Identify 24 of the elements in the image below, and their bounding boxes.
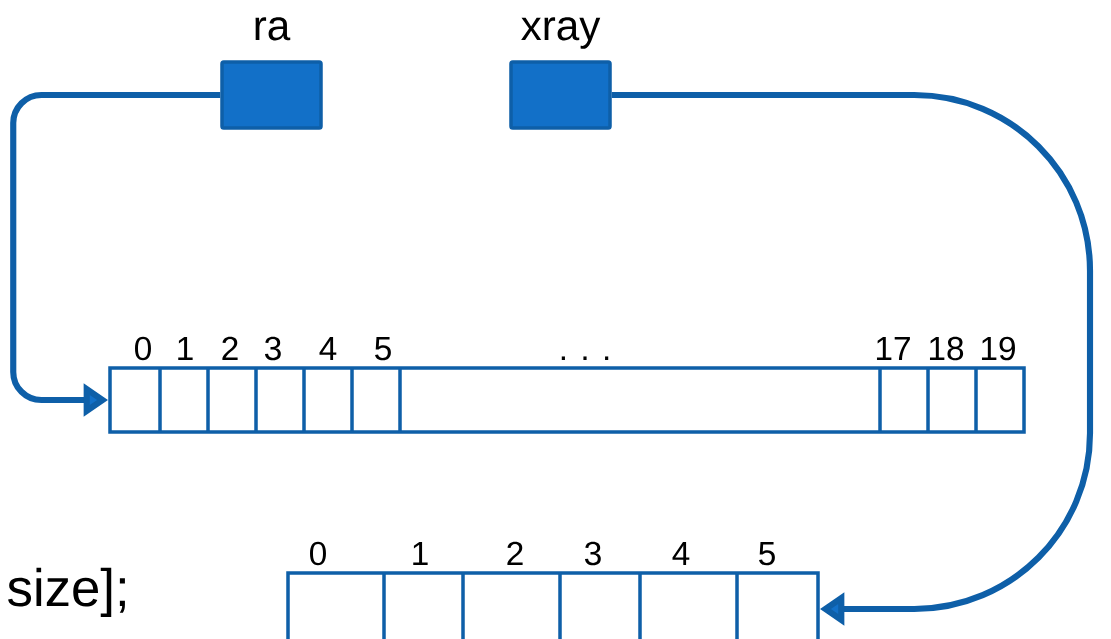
pointer-box <box>509 60 612 130</box>
index-number: 2 <box>507 541 523 565</box>
arrow <box>611 91 1094 626</box>
pointer-box <box>220 60 323 130</box>
index-number: 17 <box>876 337 910 360</box>
index-number: 3 <box>265 336 281 361</box>
index-number: 18 <box>929 336 964 361</box>
index-number: 0 <box>135 336 151 361</box>
array-drawing <box>108 366 1026 434</box>
index-number: 4 <box>319 337 337 360</box>
index-number: 2 <box>222 336 238 360</box>
code-text: size]; <box>8 567 125 617</box>
index-number: 5 <box>375 337 391 361</box>
index-number: 19 <box>981 336 1015 361</box>
index-number: 3 <box>585 541 601 566</box>
index-number: 1 <box>413 542 428 565</box>
index-number: 5 <box>759 542 775 566</box>
variable-name: ra <box>255 17 291 41</box>
index-number: . . . <box>561 356 609 360</box>
index-number: 1 <box>178 337 193 360</box>
variable-name: xray <box>521 17 601 49</box>
index-number: 0 <box>310 541 326 566</box>
index-number: 4 <box>672 542 690 565</box>
array-drawing <box>286 571 820 639</box>
